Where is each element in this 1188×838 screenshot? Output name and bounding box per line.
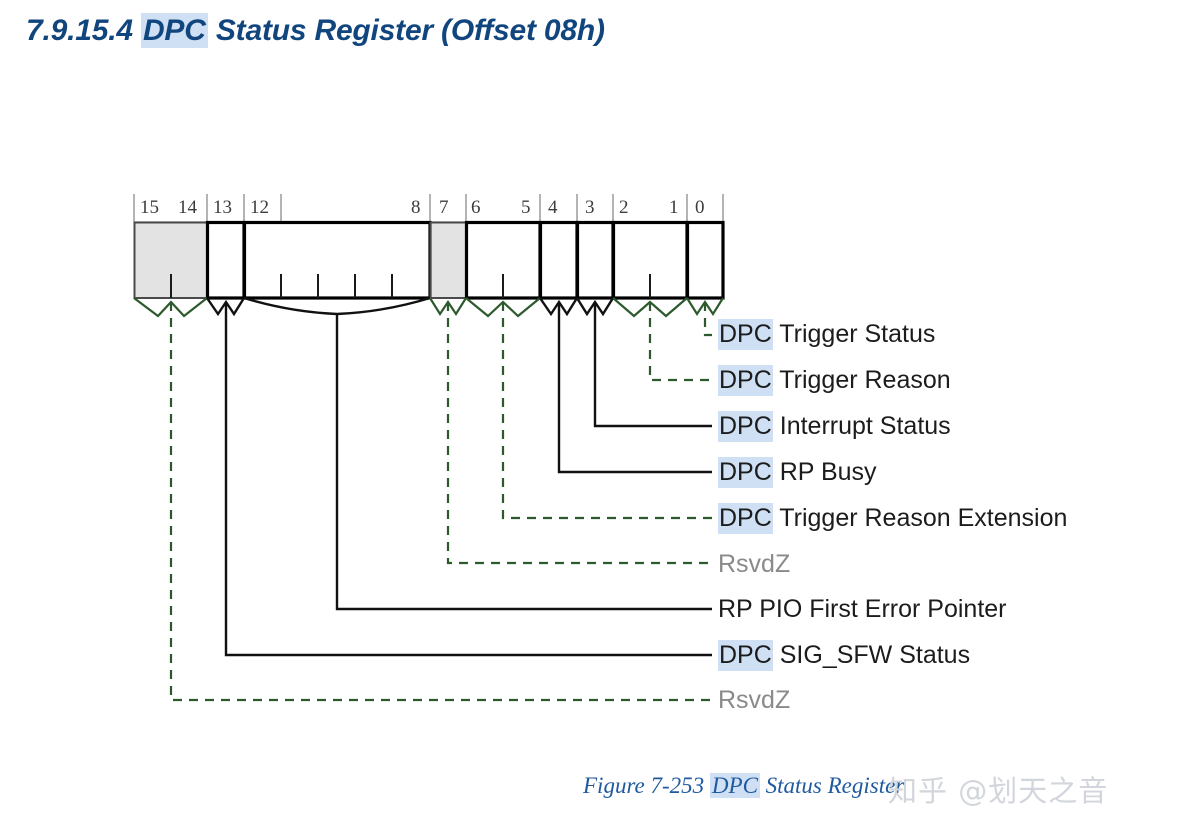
bit-number-4: 4 bbox=[548, 197, 558, 218]
callout-text-7: SIG_SFW Status bbox=[779, 641, 971, 669]
figure-caption: Figure 7-253 DPC Status Register bbox=[583, 773, 904, 799]
figure-caption-rest: Status Register bbox=[765, 773, 905, 798]
leader-dpc-sig-sfw-status bbox=[206, 297, 712, 657]
field-cell-outline-bit3 bbox=[575, 220, 615, 300]
callout-dpc-trigger-reason-extension: DPC Trigger Reason Extension bbox=[718, 503, 1068, 534]
bit-number-5: 5 bbox=[521, 197, 531, 218]
page-title-number: 7.9.15.4 bbox=[26, 14, 133, 47]
watermark: 知乎 @划天之音 bbox=[888, 774, 1109, 808]
bit-number-3: 3 bbox=[585, 197, 595, 218]
callout-dpc-interrupt-status: DPC Interrupt Status bbox=[718, 411, 951, 442]
leader-rp-pio-first-error-pointer bbox=[243, 296, 712, 611]
page-title-rest: Status Register (Offset 08h) bbox=[215, 14, 605, 47]
bit-number-dividers bbox=[133, 194, 724, 222]
bit-number-2: 2 bbox=[619, 197, 629, 218]
field-cell-outlines bbox=[133, 220, 725, 300]
leader-dpc-trigger-status bbox=[686, 297, 724, 337]
bit-number-6: 6 bbox=[471, 197, 481, 218]
callout-dpc-sig-sfw-status: DPC SIG_SFW Status bbox=[718, 640, 971, 671]
callout-dpc-rp-busy: DPC RP Busy bbox=[718, 457, 877, 488]
callout-text-8: RsvdZ bbox=[718, 686, 791, 714]
callout-text-1: Trigger Reason bbox=[779, 366, 951, 394]
figure-caption-highlight: DPC bbox=[709, 773, 760, 798]
leader-rsvdz-high bbox=[133, 297, 712, 702]
callout-text-4: Trigger Reason Extension bbox=[779, 504, 1068, 532]
callout-rsvdz-bit7: RsvdZ bbox=[718, 552, 790, 577]
bit-number-14: 14 bbox=[178, 197, 197, 218]
bit-number-0: 0 bbox=[695, 197, 705, 218]
callout-highlight-dpc-2: DPC bbox=[718, 411, 773, 442]
callout-highlight-dpc-7: DPC bbox=[718, 640, 773, 671]
leader-dpc-trigger-reason-extension bbox=[465, 297, 712, 520]
callout-rsvdz-high: RsvdZ bbox=[718, 688, 790, 713]
bit-number-7: 7 bbox=[439, 197, 449, 218]
callout-dpc-trigger-status: DPC Trigger Status bbox=[718, 319, 936, 350]
callout-rp-pio-first-error-pointer: RP PIO First Error Pointer bbox=[718, 597, 1007, 622]
callout-highlight-dpc-4: DPC bbox=[718, 503, 773, 534]
callout-dpc-trigger-reason: DPC Trigger Reason bbox=[718, 365, 951, 396]
callout-text-6: RP PIO First Error Pointer bbox=[718, 595, 1007, 623]
callout-text-0: Trigger Status bbox=[779, 320, 936, 348]
callout-text-5: RsvdZ bbox=[718, 550, 791, 578]
field-cell-rsvdz-bit7 bbox=[430, 222, 466, 298]
field-cell-outline-bit13 bbox=[205, 220, 246, 300]
leader-rsvdz-bit7 bbox=[429, 297, 712, 565]
page-title: 7.9.15.4 DPC Status Register (Offset 08h… bbox=[26, 13, 605, 48]
field-cell-outline-bit0 bbox=[685, 220, 725, 300]
field-cell-outline-bit4 bbox=[538, 220, 579, 300]
bit-number-13: 13 bbox=[213, 197, 232, 218]
bit-number-12: 12 bbox=[250, 197, 269, 218]
callout-highlight-dpc-0: DPC bbox=[718, 319, 773, 350]
bit-number-15: 15 bbox=[140, 197, 159, 218]
figure-caption-prefix: Figure 7-253 bbox=[583, 773, 705, 798]
bit-number-1: 1 bbox=[669, 197, 679, 218]
callout-highlight-dpc-3: DPC bbox=[718, 457, 773, 488]
callout-text-3: RP Busy bbox=[779, 458, 877, 486]
internal-bit-ticks bbox=[170, 274, 651, 298]
callout-text-2: Interrupt Status bbox=[779, 412, 951, 440]
page-title-highlight: DPC bbox=[140, 13, 208, 48]
leader-dpc-rp-busy bbox=[539, 297, 712, 474]
bit-number-8: 8 bbox=[411, 197, 421, 218]
field-cell-outline-bits12-8 bbox=[242, 220, 432, 300]
leader-dpc-trigger-reason bbox=[612, 297, 712, 382]
leader-dpc-interrupt-status bbox=[575, 297, 712, 428]
callout-highlight-dpc-1: DPC bbox=[718, 365, 773, 396]
